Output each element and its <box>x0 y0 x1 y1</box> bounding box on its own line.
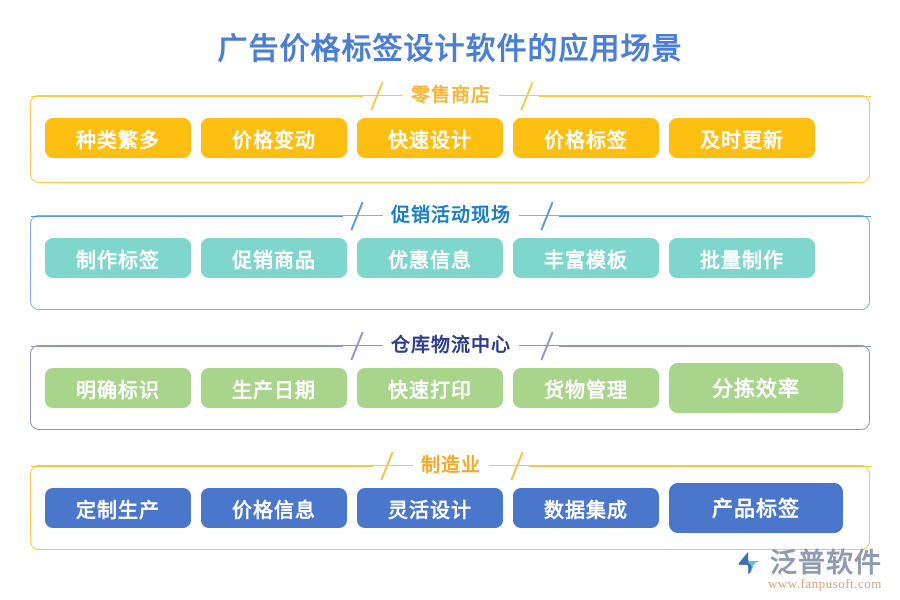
tag-item[interactable]: 价格标签 <box>513 118 659 158</box>
tag-item[interactable]: 批量制作 <box>669 238 815 278</box>
tag-item-highlighted[interactable]: 分拣效率 <box>669 363 843 413</box>
page-title: 广告价格标签设计软件的应用场景 <box>217 33 683 66</box>
section-promotion-label: 促销活动现场 <box>383 203 520 229</box>
tag-item[interactable]: 生产日期 <box>201 368 347 408</box>
tag-item[interactable]: 价格变动 <box>201 118 347 158</box>
tag-item[interactable]: 促销商品 <box>201 238 347 278</box>
brand-logo: 泛普软件 www.fanpusoft.com <box>736 548 882 592</box>
section-warehouse-header: 仓库物流中心 <box>31 333 872 359</box>
section-warehouse: 仓库物流中心 明确标识 生产日期 快速打印 货物管理 分拣效率 <box>30 333 872 430</box>
header-slash-right-icon <box>533 333 559 359</box>
brand-name: 泛普软件 <box>770 548 882 578</box>
header-slash-left-icon <box>363 83 389 109</box>
brand-logo-top: 泛普软件 <box>736 548 882 578</box>
section-promotion-header: 促销活动现场 <box>31 203 872 229</box>
tag-item[interactable]: 优惠信息 <box>357 238 503 278</box>
section-manufacturing-label: 制造业 <box>413 453 490 479</box>
section-warehouse-label: 仓库物流中心 <box>383 333 520 359</box>
tag-item[interactable]: 快速打印 <box>357 368 503 408</box>
section-retail: 零售商店 种类繁多 价格变动 快速设计 价格标签 及时更新 <box>30 83 872 183</box>
header-rule-right <box>529 465 872 467</box>
section-retail-tag-row: 种类繁多 价格变动 快速设计 价格标签 及时更新 <box>31 118 871 158</box>
section-promotion: 促销活动现场 制作标签 促销商品 优惠信息 丰富模板 批量制作 <box>30 203 872 310</box>
section-promotion-tag-row: 制作标签 促销商品 优惠信息 丰富模板 批量制作 <box>31 238 871 278</box>
header-slash-right-icon <box>513 83 539 109</box>
tag-item[interactable]: 定制生产 <box>45 488 191 528</box>
header-slash-left-icon <box>343 333 369 359</box>
header-slash-right-icon <box>503 453 529 479</box>
fanpu-swoosh-icon <box>738 551 762 575</box>
header-rule-right <box>559 345 872 347</box>
tag-item[interactable]: 明确标识 <box>45 368 191 408</box>
section-manufacturing-header: 制造业 <box>31 453 872 479</box>
tag-item[interactable]: 价格信息 <box>201 488 347 528</box>
section-warehouse-tag-row: 明确标识 生产日期 快速打印 货物管理 分拣效率 <box>31 363 871 413</box>
section-retail-label: 零售商店 <box>403 83 500 109</box>
tag-item[interactable]: 数据集成 <box>513 488 659 528</box>
header-rule-left <box>31 215 343 217</box>
header-rule-right <box>539 95 872 97</box>
section-manufacturing-tag-row: 定制生产 价格信息 灵活设计 数据集成 产品标签 <box>31 483 871 533</box>
header-slash-left-icon <box>343 203 369 229</box>
tag-item[interactable]: 丰富模板 <box>513 238 659 278</box>
header-rule-right <box>559 215 872 217</box>
tag-item[interactable]: 制作标签 <box>45 238 191 278</box>
section-manufacturing: 制造业 定制生产 价格信息 灵活设计 数据集成 产品标签 <box>30 453 872 550</box>
section-retail-header: 零售商店 <box>31 83 872 109</box>
tag-item[interactable]: 种类繁多 <box>45 118 191 158</box>
brand-url: www.fanpusoft.com <box>768 576 882 591</box>
header-rule-left <box>31 95 363 97</box>
header-rule-left <box>31 345 343 347</box>
tag-item[interactable]: 货物管理 <box>513 368 659 408</box>
tag-item[interactable]: 及时更新 <box>669 118 815 158</box>
header-slash-left-icon <box>373 453 399 479</box>
header-slash-right-icon <box>533 203 559 229</box>
tag-item[interactable]: 快速设计 <box>357 118 503 158</box>
tag-item[interactable]: 灵活设计 <box>357 488 503 528</box>
tag-item-highlighted[interactable]: 产品标签 <box>669 483 843 533</box>
header-rule-left <box>31 465 373 467</box>
